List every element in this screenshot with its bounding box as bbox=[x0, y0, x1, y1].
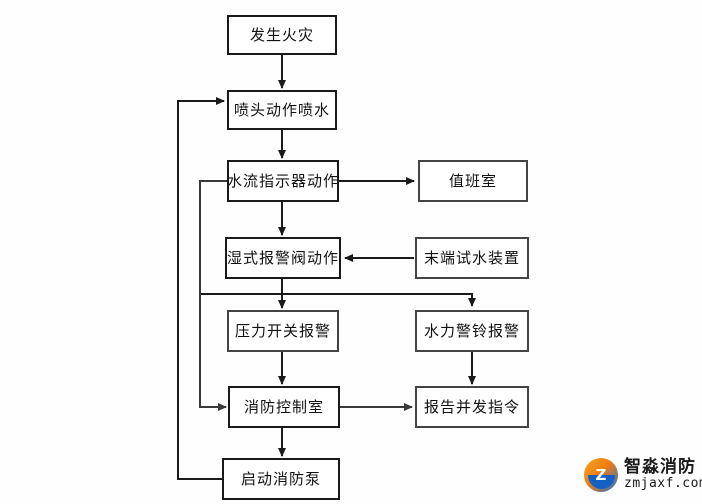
edge-flow-indicator-feedback-to-control-room bbox=[199, 180, 227, 411]
node-wet-alarm-valve: 湿式报警阀动作 bbox=[225, 237, 341, 279]
node-water-motor-gong-alarm: 水力警铃报警 bbox=[415, 310, 529, 352]
node-fire-control-room: 消防控制室 bbox=[228, 386, 340, 428]
node-report-and-issue-command: 报告并发指令 bbox=[415, 386, 529, 428]
brand-logo-letter: Z bbox=[595, 466, 607, 484]
node-end-test-water-device: 末端试水装置 bbox=[415, 237, 529, 279]
node-pressure-switch-alarm: 压力开关报警 bbox=[227, 310, 339, 352]
brand-url: zmjaxf.com bbox=[624, 476, 702, 492]
node-label: 水流指示器动作 bbox=[227, 171, 340, 190]
edge-fire-pump-feedback-to-sprinkler bbox=[177, 97, 225, 480]
node-fire-occurs: 发生火灾 bbox=[227, 15, 337, 55]
node-start-fire-pump: 启动消防泵 bbox=[222, 458, 340, 500]
edge-branch-to-water-bell bbox=[200, 293, 476, 307]
node-water-flow-indicator: 水流指示器动作 bbox=[227, 160, 339, 202]
node-label: 压力开关报警 bbox=[234, 321, 331, 340]
node-sprinkler-discharges: 喷头动作喷水 bbox=[227, 90, 337, 130]
node-label: 值班室 bbox=[448, 171, 497, 190]
watermark-text: 智淼消防 zmjaxf.com bbox=[624, 457, 702, 492]
watermark: Z 智淼消防 zmjaxf.com bbox=[584, 458, 702, 492]
node-label: 喷头动作喷水 bbox=[233, 100, 330, 119]
brand-logo-icon: Z bbox=[584, 458, 618, 492]
node-duty-room: 值班室 bbox=[418, 160, 528, 202]
node-label: 发生火灾 bbox=[249, 25, 314, 44]
brand-name: 智淼消防 bbox=[624, 457, 696, 478]
node-label: 末端试水装置 bbox=[423, 248, 520, 267]
node-label: 报告并发指令 bbox=[423, 397, 520, 416]
node-label: 消防控制室 bbox=[243, 397, 324, 416]
node-label: 湿式报警阀动作 bbox=[227, 248, 340, 267]
node-label: 水力警铃报警 bbox=[423, 321, 520, 340]
node-label: 启动消防泵 bbox=[240, 469, 321, 488]
